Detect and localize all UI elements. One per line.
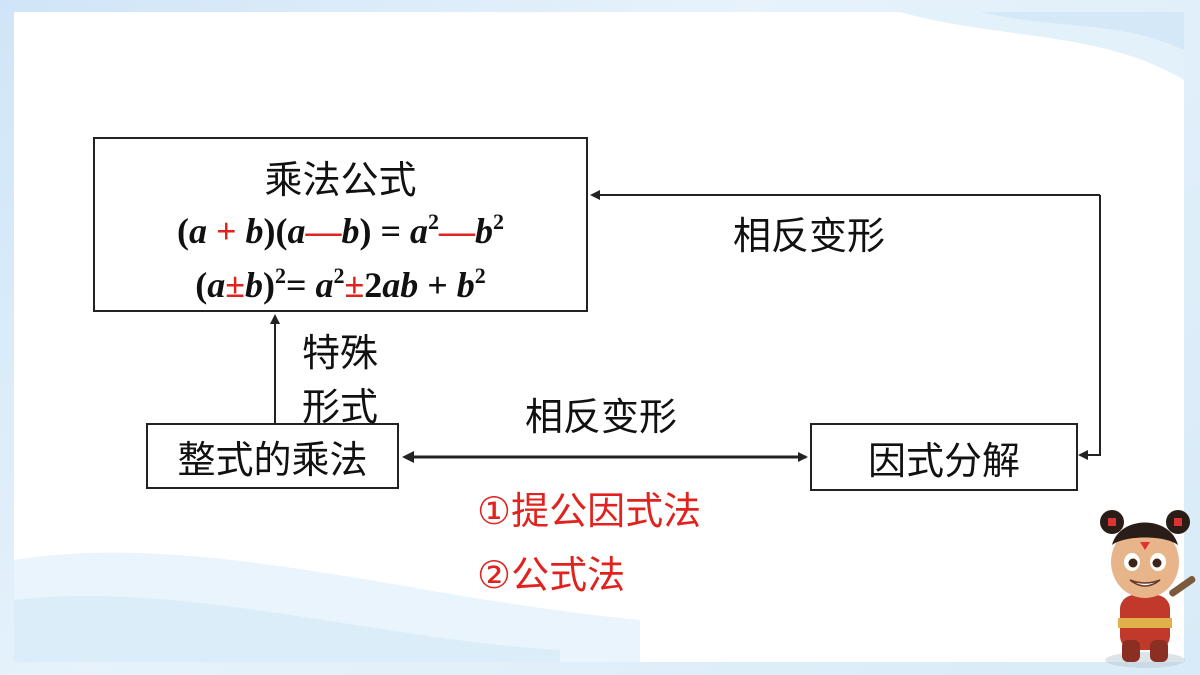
formula-box: 乘法公式 (a + b)(a—b) = a2—b2 (a±b)2= a2±2ab… (93, 137, 588, 312)
inverse-transform-label-top: 相反变形 (733, 214, 886, 258)
inverse-transform-label-middle: 相反变形 (525, 395, 678, 439)
factorization-label: 因式分解 (867, 438, 1020, 483)
method-common-factor: ①提公因式法 (477, 489, 702, 533)
double-arrow-left-head (402, 451, 414, 463)
special-form-label-line1: 特殊 (302, 331, 379, 375)
polynomial-multiplication-label: 整式的乘法 (177, 437, 368, 482)
cartoon-character-icon (1100, 510, 1196, 668)
special-form-label-line2: 形式 (302, 385, 379, 429)
arrow-factor-to-formula (1078, 195, 1101, 460)
formula-difference-of-squares: (a + b)(a—b) = a2—b2 (176, 209, 504, 251)
slide-paper (14, 12, 1184, 662)
method-formula: ②公式法 (477, 553, 626, 597)
formula-box-title: 乘法公式 (264, 158, 417, 202)
formula-perfect-square: (a±b)2= a2±2ab + b2 (195, 263, 486, 305)
polynomial-multiplication-box: 整式的乘法 (146, 423, 399, 489)
factorization-box: 因式分解 (810, 423, 1078, 491)
